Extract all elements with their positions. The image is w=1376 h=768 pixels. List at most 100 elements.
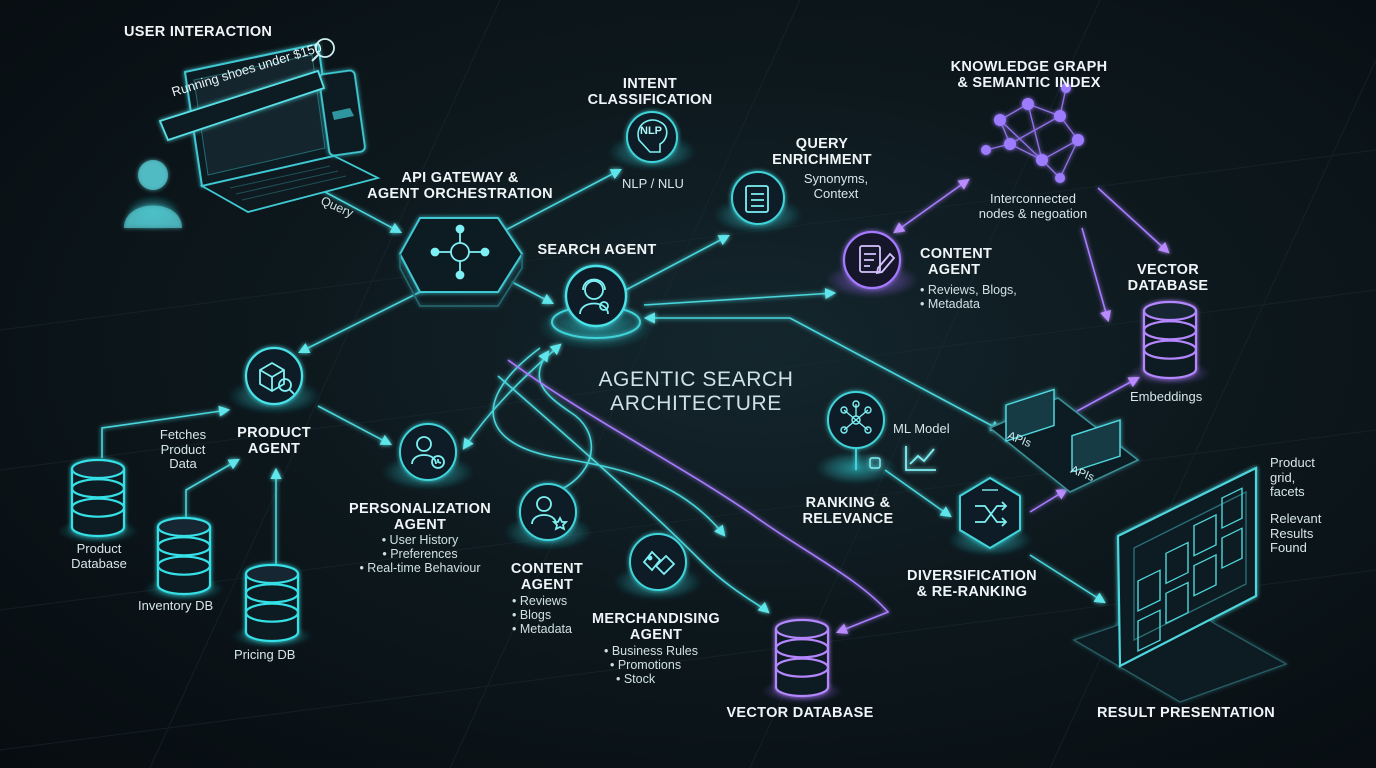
- relevant-line1: Relevant: [1270, 511, 1322, 526]
- enrichment-sub1: Synonyms,: [803, 171, 869, 186]
- content-top-line2: AGENT: [928, 262, 981, 278]
- vector-right-db-icon[interactable]: [1130, 300, 1210, 385]
- monitor-grid-icon: [1133, 487, 1247, 653]
- pricing-db-label: Pricing DB: [234, 647, 296, 662]
- search-agent-label: SEARCH AGENT: [537, 242, 657, 258]
- inventory-db-icon[interactable]: [144, 516, 224, 601]
- personalization-node[interactable]: [382, 423, 474, 490]
- content-mid-bullets: • Reviews • Blogs • Metadata: [512, 594, 572, 636]
- inventory-db-label: Inventory DB: [138, 598, 214, 613]
- databases: [58, 300, 1210, 703]
- ranking-label: RANKING & RELEVANCE: [796, 495, 900, 527]
- knowledge-sub1: Interconnected: [989, 191, 1076, 206]
- arrow-inventory-agent: [185, 458, 240, 518]
- vector-bottom-db-icon[interactable]: [762, 618, 842, 703]
- small-gear-icon: [869, 457, 881, 469]
- arrow-diversification-apis: [1029, 488, 1068, 513]
- knowledge-sub2: nodes & negoation: [978, 205, 1088, 221]
- content-mid-node[interactable]: [504, 483, 592, 550]
- arrow-gateway-intent: [499, 168, 622, 234]
- arrow-search-vector-bottom: [507, 359, 890, 634]
- search-bar[interactable]: [158, 38, 335, 142]
- merch-line2: AGENT: [629, 627, 683, 643]
- product-agent-line2: AGENT: [247, 441, 301, 457]
- arrow-productdb-agent: [101, 405, 231, 458]
- trend-chart-icon: [905, 446, 936, 471]
- enrichment-sub2: Context: [813, 185, 859, 201]
- gateway-line2: AGENT ORCHESTRATION: [367, 186, 553, 202]
- vector-right-line2: DATABASE: [1127, 278, 1209, 294]
- tags-icon: [642, 550, 676, 576]
- title-line1: AGENTIC SEARCH: [598, 368, 794, 391]
- ml-model-label: ML Model: [893, 421, 950, 436]
- arrow-query-gateway: [311, 184, 402, 234]
- product-db-icon[interactable]: [58, 458, 138, 543]
- grid-line1: Product: [1270, 455, 1315, 470]
- product-agent-node[interactable]: [228, 346, 320, 414]
- arrow-apis-vector: [1067, 376, 1140, 417]
- diversification-line2: & RE-RANKING: [916, 584, 1028, 600]
- neural-net-icon: [840, 400, 872, 434]
- content-top-node[interactable]: [826, 230, 918, 298]
- arrow-search-merch: [492, 347, 726, 537]
- connectors: [101, 168, 1170, 634]
- product-agent-line1: PRODUCT: [237, 425, 311, 441]
- product-db-label: Product Database: [56, 541, 142, 571]
- fetches-label: Fetches Product Data: [148, 427, 218, 472]
- brain-nlp-icon: [637, 119, 668, 153]
- fetch-line3: Data: [169, 456, 197, 471]
- merch-b3: • Stock: [616, 672, 656, 686]
- product-agent-label: PRODUCT AGENT: [226, 425, 322, 457]
- arrow-gateway-product: [297, 289, 425, 354]
- arrow-search-content-top: [643, 287, 837, 306]
- phone-icon: [318, 69, 366, 157]
- container-icon: [1005, 388, 1121, 473]
- arrow-personalization-search: [462, 343, 562, 450]
- box-search-icon: [259, 361, 295, 395]
- relevant-line2: Results: [1270, 525, 1314, 541]
- user-star-icon: [531, 496, 569, 531]
- content-top-line1: CONTENT: [920, 246, 993, 262]
- grid-line3: facets: [1270, 484, 1305, 499]
- knowledge-sub: Interconnected nodes & negoation: [968, 191, 1098, 221]
- diversification-node[interactable]: [948, 476, 1032, 556]
- enrichment-label: QUERY ENRICHMENT: [760, 136, 884, 168]
- relevant-line3: Found: [1270, 540, 1307, 555]
- merch-node[interactable]: [614, 533, 702, 600]
- knowledge-graph-icon[interactable]: [981, 83, 1084, 183]
- vector-bottom-label: VECTOR DATABASE: [726, 705, 874, 721]
- enrichment-node[interactable]: [714, 171, 802, 233]
- merch-label: MERCHANDISING AGENT: [584, 611, 728, 643]
- arrow-content-mid-search: [538, 350, 593, 491]
- gateway-label: API GATEWAY & AGENT ORCHESTRATION: [360, 170, 560, 202]
- pricing-db-icon[interactable]: [232, 563, 312, 648]
- content-mid-b2: • Blogs: [512, 608, 552, 622]
- gateway-node[interactable]: [398, 217, 524, 307]
- diagram-title: AGENTIC SEARCH ARCHITECTURE: [586, 368, 806, 416]
- merch-bullets: • Business Rules • Promotions • Stock: [604, 644, 698, 686]
- arrow-search-apis: [643, 312, 1002, 432]
- personalization-b3: • Real-time Behaviour: [359, 561, 481, 575]
- content-top-bullets: • Reviews, Blogs, • Metadata: [920, 283, 1017, 311]
- arrow-ranking-diversification: [884, 469, 952, 518]
- arrow-knowledge-vector: [1097, 187, 1170, 254]
- diversification-line1: DIVERSIFICATION: [907, 568, 1037, 584]
- content-mid-label: CONTENT AGENT: [504, 561, 590, 593]
- arrow-content-knowledge: [893, 178, 970, 234]
- arrow-search-vector-bottom2: [497, 375, 770, 614]
- user-interaction-group: [124, 38, 381, 231]
- ranking-line2: RELEVANCE: [802, 511, 894, 527]
- search-agent-node[interactable]: [538, 264, 654, 350]
- merch-line1: MERCHANDISING: [592, 611, 720, 627]
- agent-headset-icon: [579, 278, 609, 315]
- relevant-results-label: Relevant Results Found: [1270, 511, 1322, 556]
- arrow-gateway-search: [511, 281, 554, 305]
- ranking-node[interactable]: [816, 391, 936, 484]
- intent-line1: INTENT: [622, 76, 678, 92]
- merch-b2: • Promotions: [610, 658, 682, 672]
- content-mid-line1: CONTENT: [510, 561, 584, 577]
- result-monitor[interactable]: [1072, 466, 1288, 703]
- intent-node[interactable]: [608, 111, 696, 170]
- apis-panel[interactable]: [988, 388, 1140, 493]
